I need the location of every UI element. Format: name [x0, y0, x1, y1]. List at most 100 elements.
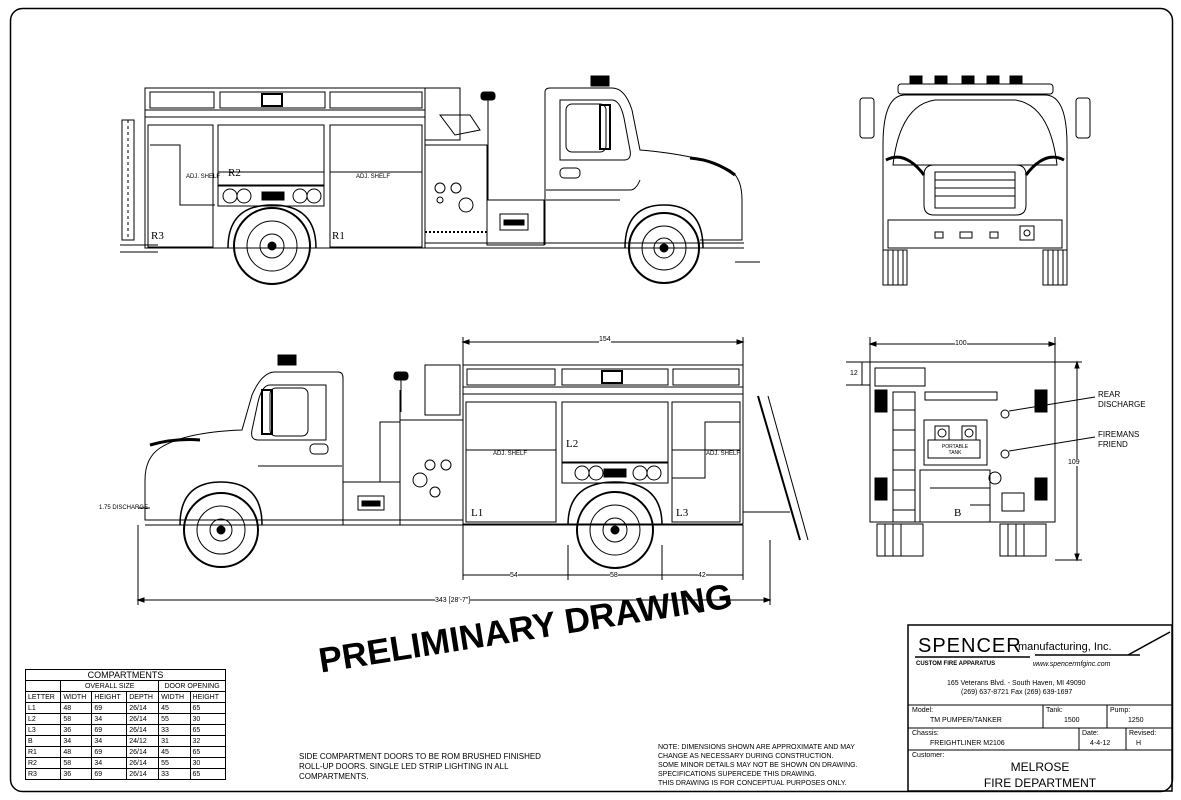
- compartment-label-l1: L1: [471, 507, 484, 519]
- disclaimer-line: CHANGE AS NECESSARY DURING CONSTRUCTION.: [658, 753, 834, 760]
- table-cell: 30: [189, 757, 227, 769]
- revised-label: Revised:: [1129, 730, 1157, 737]
- dimension-seg2: 58: [610, 572, 618, 579]
- table-cell: 24/12: [126, 735, 160, 747]
- table-cell: 69: [91, 768, 128, 780]
- table-cell: 55: [158, 713, 191, 725]
- table-cell: 69: [91, 746, 128, 758]
- table-cell: 34: [91, 757, 128, 769]
- compartment-label-l2: L2: [566, 438, 579, 450]
- table-cell: 34: [91, 713, 128, 725]
- table-cell: 58: [60, 757, 93, 769]
- table-cell: 65: [189, 702, 227, 714]
- table-cell: 65: [189, 768, 227, 780]
- table-cell: 34: [91, 735, 128, 747]
- table-cell: R2: [24, 757, 62, 769]
- chassis-value: FREIGHTLINER M2106: [930, 740, 1005, 747]
- revised-value: H: [1136, 740, 1142, 747]
- table-cell: R1: [24, 746, 62, 758]
- table-cell: 45: [158, 702, 191, 714]
- table-cell: 65: [189, 746, 227, 758]
- compartment-label-l3: L3: [676, 507, 689, 519]
- column-header: HEIGHT: [189, 691, 227, 703]
- dimension-body-length: 154: [599, 336, 611, 343]
- shelf-label: ADJ. SHELF: [706, 451, 741, 457]
- compartment-label-r3: R3: [151, 230, 164, 242]
- table-cell: 36: [60, 768, 93, 780]
- front-view: [859, 75, 1091, 286]
- table-cell: 33: [158, 768, 191, 780]
- company-website: www.spencermfginc.com: [1033, 661, 1111, 668]
- dimension-seg3: 42: [698, 572, 706, 579]
- pump-value: 1250: [1128, 717, 1144, 724]
- right-side-view: [120, 75, 760, 285]
- doors-note: SIDE COMPARTMENT DOORS TO BE ROM BRUSHED…: [299, 752, 541, 781]
- tank-label: Tank:: [1046, 707, 1063, 714]
- compartment-label-b: B: [954, 507, 962, 519]
- compartments-table: COMPARTMENTS OVERALL SIZE DOOR OPENING L…: [24, 669, 227, 780]
- table-cell: 26/14: [126, 757, 160, 769]
- pump-label: Pump:: [1110, 707, 1131, 714]
- table-title: COMPARTMENTS: [25, 669, 226, 681]
- dimension-seg1: 54: [510, 572, 518, 579]
- callout-rear-discharge: REAR DISCHARGE: [1098, 390, 1146, 409]
- table-cell: 34: [60, 735, 93, 747]
- left-side-view: [136, 337, 809, 605]
- disclaimer-line: SOME MINOR DETAILS MAY NOT BE SHOWN ON D…: [658, 762, 858, 769]
- table-cell: R3: [24, 768, 62, 780]
- company-phone: (269) 637-8721 Fax (269) 639-1697: [961, 689, 1073, 696]
- compartment-label-r1: R1: [332, 230, 345, 242]
- model-label: Model:: [912, 707, 934, 714]
- table-cell: 31: [158, 735, 191, 747]
- compartment-label-r2: R2: [228, 167, 241, 179]
- disclaimer-note: NOTE: DIMENSIONS SHOWN ARE APPROXIMATE A…: [658, 743, 868, 788]
- title-block-frame: [907, 624, 1173, 792]
- portable-tank-label: PORTABLE TANK: [941, 444, 969, 456]
- shelf-label: ADJ. SHELF: [186, 174, 221, 180]
- column-header: WIDTH: [158, 691, 191, 703]
- disclaimer-line: NOTE: DIMENSIONS SHOWN ARE APPROXIMATE A…: [658, 744, 855, 751]
- column-header: DEPTH: [126, 691, 160, 703]
- dimension-rear-top: 12: [850, 370, 858, 377]
- sheet-border: [9, 7, 1174, 793]
- disclaimer-line: SPECIFICATIONS SUPERCEDE THIS DRAWING.: [658, 771, 817, 778]
- table-cell: L3: [24, 724, 62, 736]
- discharge-label: 1.75 DISCHARGE: [99, 505, 149, 511]
- table-cell: 33: [158, 724, 191, 736]
- table-cell: L2: [24, 713, 62, 725]
- table-cell: 26/14: [126, 724, 160, 736]
- table-cell: 26/14: [126, 768, 160, 780]
- column-header: WIDTH: [60, 691, 93, 703]
- table-cell: 69: [91, 724, 128, 736]
- chassis-label: Chassis:: [912, 730, 939, 737]
- shelf-label: ADJ. SHELF: [493, 451, 528, 457]
- table-cell: 32: [189, 735, 227, 747]
- company-name: SPENCER: [918, 635, 1022, 657]
- model-value: TM PUMPER/TANKER: [930, 717, 1002, 724]
- callout-firemans-friend: FIREMANS FRIEND: [1098, 430, 1140, 449]
- company-tagline: CUSTOM FIRE APPARATUS: [916, 661, 996, 667]
- company-suffix: manufacturing, Inc.: [1018, 641, 1112, 653]
- table-cell: 55: [158, 757, 191, 769]
- table-cell: 26/14: [126, 713, 160, 725]
- table-cell: B: [24, 735, 62, 747]
- table-cell: 30: [189, 713, 227, 725]
- group-header: OVERALL SIZE: [60, 680, 160, 692]
- table-cell: 48: [60, 746, 93, 758]
- table-cell: 45: [158, 746, 191, 758]
- table-cell: 26/14: [126, 746, 160, 758]
- table-cell: 36: [60, 724, 93, 736]
- table-cell: 58: [60, 713, 93, 725]
- dimension-rear-width: 100: [955, 340, 967, 347]
- column-header: LETTER: [24, 691, 62, 703]
- group-header: DOOR OPENING: [158, 680, 226, 692]
- company-address: 165 Veterans Blvd. - South Haven, MI 490…: [947, 680, 1086, 687]
- table-cell: 69: [91, 702, 128, 714]
